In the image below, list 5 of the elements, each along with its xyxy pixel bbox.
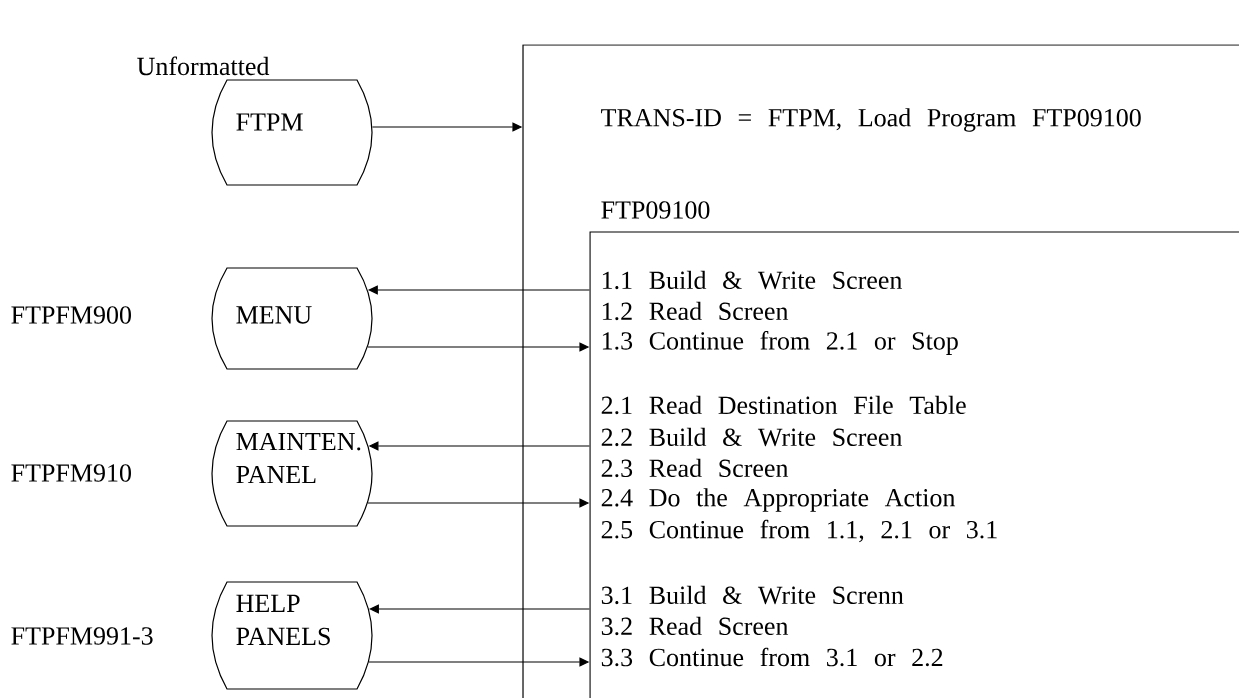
program-box: FTP09100 1.1 Build & Write Screen 1.2 Read Screen 1.3 Continue from 2.1 or Stop 2.1 Read Destination File Table 2.2 Build & Write Screen 2.3 Read Screen 2.4 Do the Appropriate Action 2.5 Continue from 1.1, 2.1 or 3.1 3.1 Build & Write Screnn 3.2 Read Screen 3.3 Continue from 3.1 or 2.2 xyxy=(589,201,1239,698)
screen-name: Unformatted xyxy=(137,56,270,76)
screen-name: FTPFM910 xyxy=(11,464,131,482)
screen-name: FTPFM991-3 xyxy=(11,627,153,645)
screen-name: FTPFM900 xyxy=(11,306,131,324)
